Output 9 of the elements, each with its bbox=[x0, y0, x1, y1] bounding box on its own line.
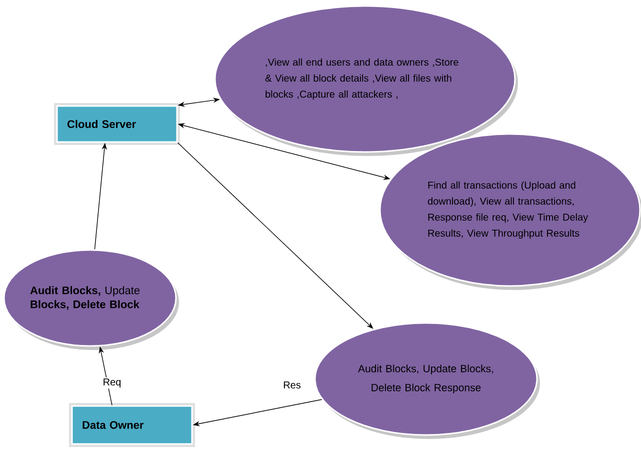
process-box: Cloud Server bbox=[54, 103, 180, 145]
ellipse-node: Audit Blocks, Update Blocks, Delete Block Response bbox=[314, 322, 540, 439]
edge-label: Res bbox=[282, 380, 302, 390]
ellipse-node: ,View all end users and data owners ,Store & View all block details ,View all files with blocks ,Capture all attackers , bbox=[214, 5, 518, 156]
process-box: Data Owner bbox=[69, 402, 195, 447]
ellipse-node: Audit Blocks, Update Blocks, Delete Block bbox=[3, 249, 179, 350]
edge-label: Req bbox=[102, 378, 122, 388]
arrow bbox=[177, 142, 374, 329]
ellipse-node: Find all transactions (Upload and download), View all transactions, Response file req, View Time Delay Results, View Throughput Results bbox=[379, 133, 641, 290]
